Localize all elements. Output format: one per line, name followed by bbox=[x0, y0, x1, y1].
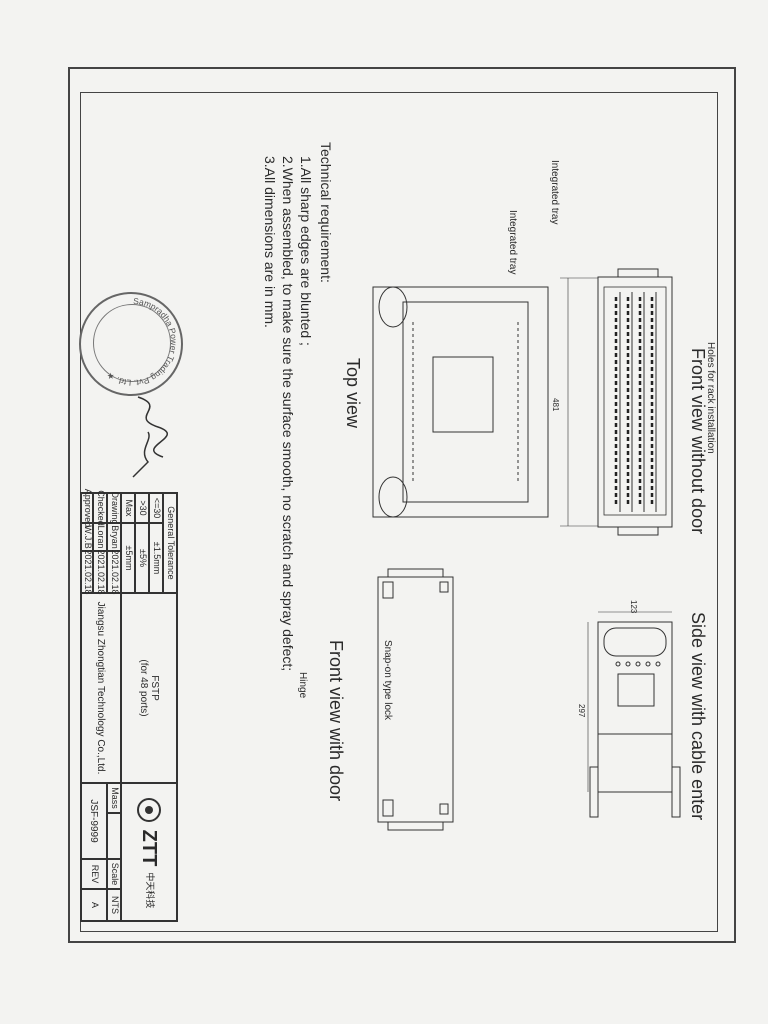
product-name: FSTP bbox=[149, 675, 160, 701]
tol-value-0: ±1.5mm bbox=[149, 523, 163, 593]
company-stamp: Sampradha Power Trading Pvt. Ltd. ★ bbox=[79, 292, 183, 396]
outer-frame bbox=[68, 67, 736, 943]
dim-width-side: 123 bbox=[629, 600, 638, 614]
people-role-2: Approved bbox=[81, 488, 93, 528]
side-view-drawing bbox=[587, 611, 681, 818]
tech-title: Technical requirement: bbox=[318, 142, 334, 283]
logo-cell: ZTT 中天科技 bbox=[121, 783, 177, 921]
tech-item-2: 2.When assembled, to make sure the surfa… bbox=[280, 156, 296, 672]
brand-cn: 中天科技 bbox=[144, 872, 155, 909]
drawing-number: JSF-9999 bbox=[81, 783, 107, 859]
people-role-1: Checked bbox=[93, 490, 107, 526]
product-sub: (for 48 ports) bbox=[138, 659, 149, 717]
callout-integrated-tray-2: Integrated tray bbox=[507, 210, 518, 275]
people-name-0: Bryan bbox=[107, 523, 121, 551]
rev-label: REV bbox=[81, 859, 107, 889]
tol-range-0: <=30 bbox=[149, 493, 163, 523]
rev-value: A bbox=[81, 889, 107, 921]
people-date-0: 2021.02.18 bbox=[107, 549, 121, 595]
svg-text:Sampradha Power Trading Pvt. L: Sampradha Power Trading Pvt. Ltd. ★ bbox=[104, 296, 179, 388]
drawing-canvas: Front view without door Side view with c… bbox=[79, 92, 718, 932]
callout-hinge: Hinge bbox=[297, 672, 308, 699]
inner-frame bbox=[80, 92, 718, 932]
people-date-1: 2021.02.18 bbox=[93, 549, 107, 595]
people-name-1: Loran bbox=[93, 523, 107, 551]
dim-depth-side: 297 bbox=[577, 704, 586, 718]
ztt-logo-icon bbox=[137, 797, 161, 822]
tol-value-1: ±5% bbox=[135, 523, 149, 593]
mass-label: Mass bbox=[107, 783, 121, 813]
tolerance-header: General Tolerance bbox=[163, 493, 177, 593]
callout-holes-rack: Holes for rack installation bbox=[705, 342, 716, 454]
callout-integrated-tray-1: Integrated tray bbox=[549, 160, 560, 225]
title-block: General Tolerance <=30 ±1.5mm >30 ±5% Ma… bbox=[80, 488, 178, 922]
tol-range-1: >30 bbox=[135, 493, 149, 523]
tech-item-3: 3.All dimensions are in mm. bbox=[262, 156, 278, 328]
product-cell: FSTP (for 48 ports) bbox=[121, 593, 177, 783]
tech-item-1: 1.All sharp edges are blunted ; bbox=[298, 156, 314, 346]
title-top-view: Top view bbox=[343, 358, 363, 429]
people-date-2: 2021.02.18 bbox=[81, 549, 93, 595]
scale-label: Scale bbox=[107, 859, 121, 889]
title-front-with-door: Front view with door bbox=[326, 640, 346, 802]
top-view-drawing bbox=[372, 286, 549, 518]
stamp-lettering: Sampradha Power Trading Pvt. Ltd. ★ bbox=[104, 296, 179, 388]
tol-value-2: ±5mm bbox=[121, 523, 135, 593]
front-view-without-door-drawing bbox=[560, 268, 673, 536]
people-role-0: Drawing bbox=[107, 492, 121, 525]
drawing-graphics bbox=[372, 268, 681, 831]
front-view-with-door-drawing bbox=[377, 568, 454, 831]
brand-name: ZTT bbox=[138, 829, 160, 867]
dim-height-front: 481 bbox=[551, 398, 560, 412]
tol-range-2: Max bbox=[121, 493, 135, 523]
signature bbox=[132, 396, 168, 478]
company-name: Jiangsu Zhongtian Technology Co.,Ltd. bbox=[81, 593, 121, 783]
scale-value: NTS bbox=[107, 889, 121, 921]
title-side-view: Side view with cable enter bbox=[688, 612, 708, 821]
callout-snap-lock: Snap-on type lock bbox=[382, 640, 393, 721]
people-name-2: W.J.B bbox=[81, 523, 93, 551]
mass-value bbox=[107, 813, 121, 859]
